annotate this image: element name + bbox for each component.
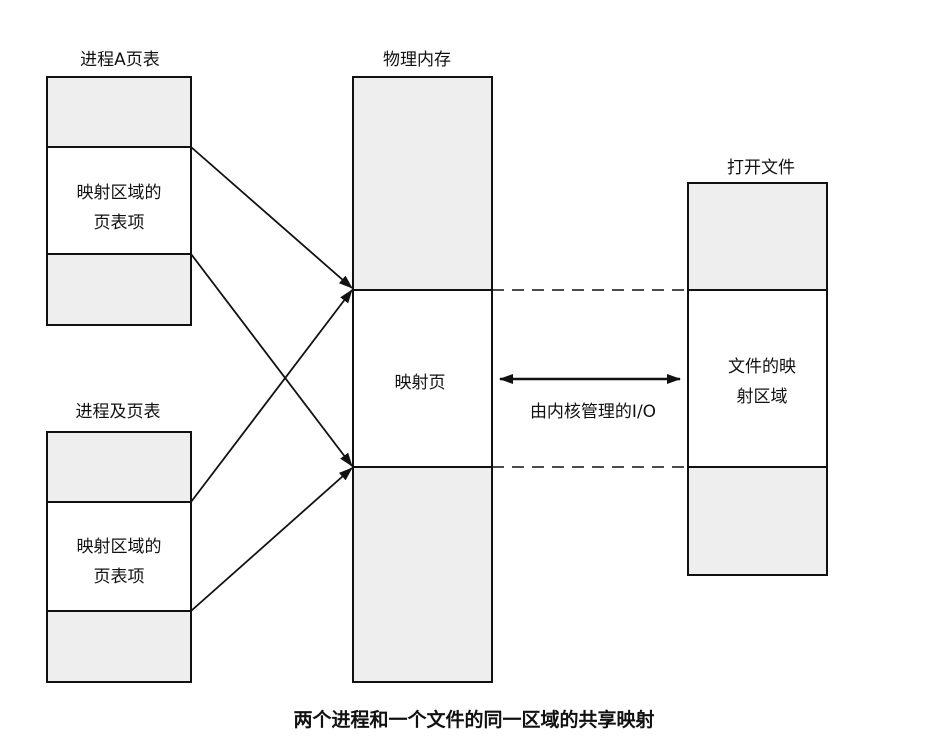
process-b-title: 进程及页表 [75,402,161,422]
open-file-title: 打开文件 [727,158,795,178]
physical-memory-column [352,76,493,683]
process-b-top-section [46,431,192,503]
arrow-a-bottom-to-memory-bottom [190,253,353,467]
arrow-b-top-to-memory-top [190,289,353,503]
figure-caption: 两个进程和一个文件的同一区域的共享映射 [293,709,655,731]
physical-memory-mapped-section [352,289,493,468]
process-a-mapped-entry-line1: 映射区域的 [76,183,162,203]
open-file-mapped-section [687,289,828,468]
physical-memory-top-section [352,76,493,291]
process-a-page-table [46,76,192,326]
physical-memory-title: 物理内存 [383,50,451,70]
process-a-mapped-entry-line2: 页表项 [93,213,145,233]
process-a-title: 进程A页表 [80,50,160,70]
open-file-mapped-region-line2: 射区域 [736,387,788,407]
open-file-column [687,182,828,576]
process-a-mapped-entry-label: 映射区域的 页表项 [77,178,162,238]
process-a-bottom-section [46,253,192,326]
physical-memory-mapped-page-label: 映射页 [394,373,446,393]
open-file-mapped-region-label: 文件的映 射区域 [728,352,796,412]
process-a-top-section [46,76,192,148]
process-a-mapped-section [46,146,192,255]
arrow-b-bottom-to-memory-bottom [190,467,353,612]
open-file-mapped-region-line1: 文件的映 [728,357,796,377]
process-b-bottom-section [46,610,192,683]
open-file-bottom-section [687,466,828,576]
physical-memory-bottom-section [352,466,493,683]
process-b-page-table [46,431,192,683]
process-b-mapped-entry-line2: 页表项 [93,567,145,587]
open-file-top-section [687,182,828,291]
process-b-mapped-entry-line1: 映射区域的 [76,537,162,557]
process-b-mapped-entry-label: 映射区域的 页表项 [77,532,162,592]
arrow-a-top-to-memory-top [190,146,353,289]
io-label: 由内核管理的I/O [529,402,657,422]
